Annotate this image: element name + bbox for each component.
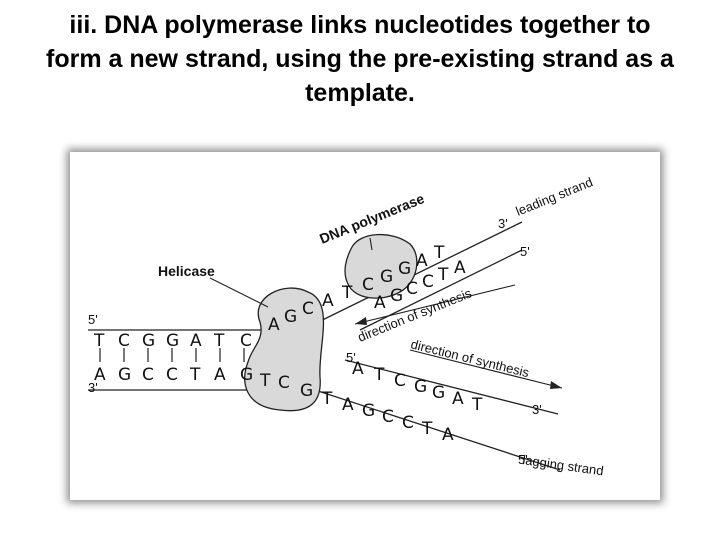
end-label: 5': [88, 312, 98, 327]
base: G: [284, 307, 297, 327]
lower-direction-label: direction of synthesis: [409, 336, 531, 380]
base: G: [390, 286, 403, 306]
helicase-label: Helicase: [158, 263, 215, 279]
base: C: [362, 275, 374, 295]
base: C: [394, 371, 406, 391]
title-line-3: template.: [305, 79, 415, 107]
end-label: 3': [532, 402, 542, 417]
parent-bottom-bases: A G C C T A G: [94, 365, 253, 385]
polymerase-shape: [344, 233, 418, 299]
replication-fork-diagram: T C G G A T C A G C C T A G A G C A T C …: [70, 152, 660, 500]
lagging-new-line: [344, 359, 559, 415]
end-label: 5': [518, 452, 528, 467]
base: C: [166, 365, 178, 385]
base: T: [421, 419, 433, 439]
lower-arrowhead: [550, 381, 562, 389]
base: G: [118, 365, 131, 385]
base-pair-ticks: [99, 348, 245, 362]
upper-direction-arrow: [354, 284, 516, 325]
base: A: [342, 395, 354, 415]
upper-new-bases: A G C C T A: [374, 258, 466, 313]
end-label: 3': [498, 216, 508, 231]
base: T: [259, 371, 271, 391]
base: A: [94, 365, 106, 385]
base: T: [471, 395, 483, 415]
base: G: [432, 383, 445, 403]
base: T: [213, 331, 225, 351]
base: A: [374, 293, 386, 313]
base: T: [437, 265, 449, 285]
helicase-shape: [244, 287, 325, 412]
polymerase-pointer: [369, 237, 373, 251]
base: G: [398, 259, 411, 279]
base: G: [414, 377, 427, 397]
base: G: [142, 331, 155, 351]
base: C: [406, 279, 418, 299]
base: G: [362, 401, 375, 421]
base: A: [416, 251, 428, 271]
base: T: [433, 243, 445, 263]
upper-arrowhead: [355, 317, 367, 325]
slide-title: iii. DNA polymerase links nucleotides to…: [0, 8, 720, 110]
title-line-1: iii. DNA polymerase links nucleotides to…: [69, 11, 651, 39]
helicase-pointer: [209, 277, 269, 308]
base: C: [278, 373, 290, 393]
lower-direction-arrow: [409, 349, 563, 389]
title-line-2: form a new strand, using the pre-existin…: [46, 45, 674, 73]
base: A: [352, 359, 364, 379]
base: A: [442, 425, 454, 445]
base: C: [402, 413, 414, 433]
base: C: [240, 331, 252, 351]
diagram-svg: T C G G A T C A G C C T A G A G C A T C …: [88, 174, 605, 478]
end-label: 5': [346, 350, 356, 365]
base: C: [142, 365, 154, 385]
base: A: [214, 365, 226, 385]
base: G: [300, 381, 313, 401]
base: A: [190, 331, 202, 351]
upper-template-bases: A G C A T C G G A T: [268, 243, 445, 335]
base: T: [93, 331, 105, 351]
base: A: [454, 258, 466, 278]
base: G: [240, 365, 253, 385]
base: G: [380, 267, 393, 287]
base: T: [373, 365, 385, 385]
base: A: [268, 315, 280, 335]
base: A: [452, 389, 464, 409]
end-label: 3': [88, 380, 98, 395]
lower-template-bases: T C G T A G C C T A: [259, 371, 454, 445]
lower-new-bases: A T C G G A T: [352, 359, 483, 415]
base: C: [422, 272, 434, 292]
parent-top-bases: T C G G A T C: [93, 331, 252, 351]
end-label: 5': [520, 244, 530, 259]
base: G: [166, 331, 179, 351]
lagging-strand-label: lagging strand: [522, 452, 605, 478]
base: A: [322, 291, 334, 311]
base: C: [382, 407, 394, 427]
lagging-template-line: [314, 389, 561, 471]
base: T: [321, 389, 333, 409]
leading-strand-label: leading strand: [514, 174, 595, 219]
base: T: [341, 283, 353, 303]
base: C: [118, 331, 130, 351]
base: T: [189, 365, 201, 385]
base: C: [302, 299, 314, 319]
